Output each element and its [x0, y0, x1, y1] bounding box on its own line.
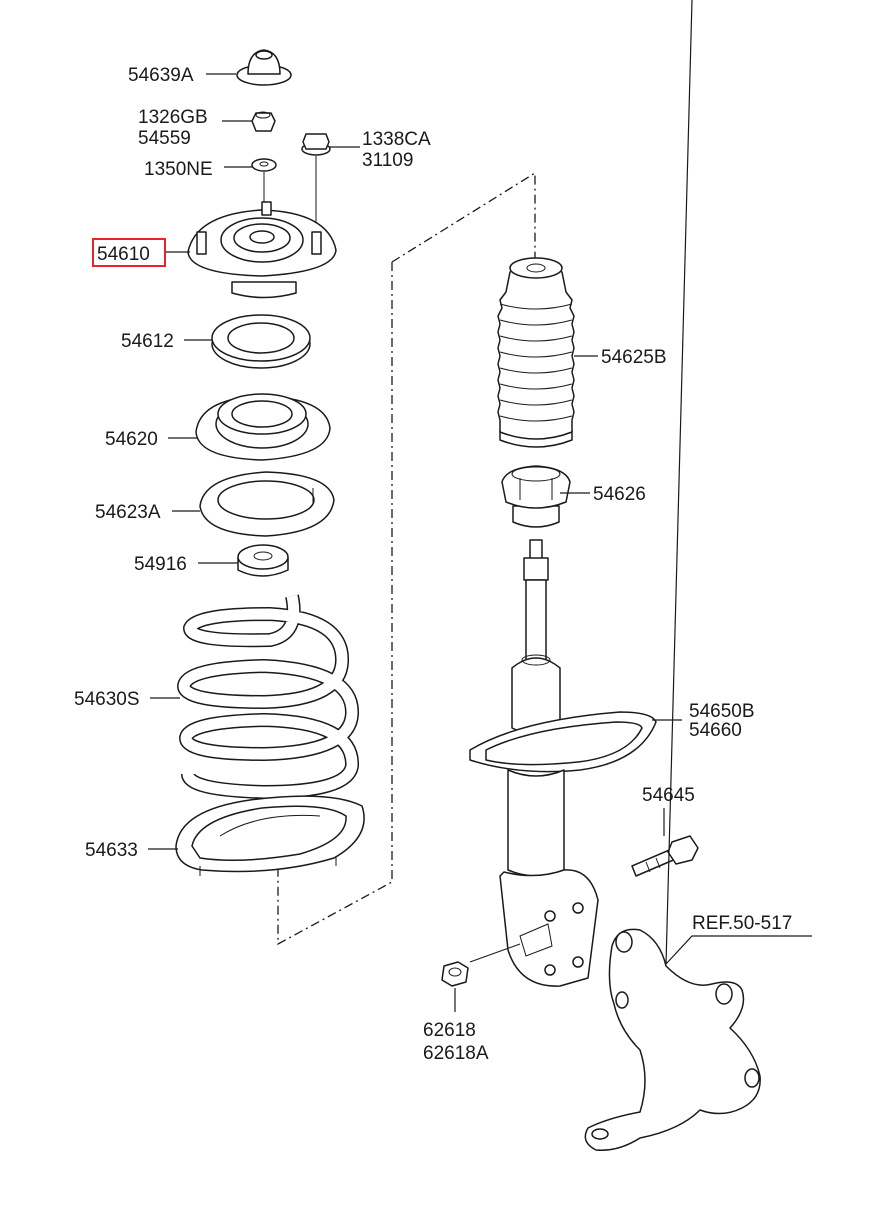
label-54612[interactable]: 54612 — [121, 331, 174, 352]
label-54650B[interactable]: 54650B — [689, 701, 755, 722]
mounting-bolt-part[interactable] — [631, 835, 699, 877]
label-62618A[interactable]: 62618A — [423, 1043, 489, 1064]
lock-nut-part[interactable] — [251, 111, 276, 132]
label-1350NE[interactable]: 1350NE — [144, 159, 213, 180]
bumper-ring-part[interactable] — [237, 544, 289, 577]
hex-nut-part[interactable] — [441, 961, 469, 987]
highlight-box — [92, 238, 166, 267]
coil-spring-part[interactable] — [177, 594, 359, 799]
strut-mount-part[interactable] — [187, 201, 337, 299]
label-54630S[interactable]: 54630S — [74, 689, 140, 710]
spring-pad-part[interactable] — [199, 471, 335, 537]
label-54633[interactable]: 54633 — [85, 840, 138, 861]
label-54639A[interactable]: 54639A — [128, 65, 194, 86]
label-31109[interactable]: 31109 — [362, 150, 413, 171]
label-54620[interactable]: 54620 — [105, 429, 158, 450]
group-boundary-line — [277, 171, 536, 946]
label-54610[interactable]: 54610 — [97, 244, 150, 265]
label-54660[interactable]: 54660 — [689, 720, 742, 741]
dust-cap-part[interactable] — [236, 49, 292, 86]
strut-bearing-part[interactable] — [211, 314, 311, 369]
flange-nut-part[interactable] — [301, 133, 331, 156]
label-1338CA[interactable]: 1338CA — [362, 129, 431, 150]
dust-boot-part[interactable] — [497, 257, 575, 448]
label-54623A[interactable]: 54623A — [95, 502, 161, 523]
label-54559[interactable]: 54559 — [138, 128, 191, 149]
upper-spring-seat-part[interactable] — [195, 393, 331, 461]
bump-stop-part[interactable] — [501, 465, 571, 528]
label-54645[interactable]: 54645 — [642, 785, 695, 806]
lower-spring-pad-part[interactable] — [175, 795, 365, 876]
label-54916[interactable]: 54916 — [134, 554, 187, 575]
steering-knuckle-part[interactable] — [584, 928, 761, 1151]
label-62618[interactable]: 62618 — [423, 1020, 476, 1041]
label-1326GB[interactable]: 1326GB — [138, 107, 208, 128]
washer-part[interactable] — [251, 158, 277, 172]
label-54625B[interactable]: 54625B — [601, 347, 667, 368]
strut-body-part[interactable] — [469, 539, 657, 987]
label-ref-50-517[interactable]: REF.50-517 — [692, 913, 792, 934]
label-54626[interactable]: 54626 — [593, 484, 646, 505]
